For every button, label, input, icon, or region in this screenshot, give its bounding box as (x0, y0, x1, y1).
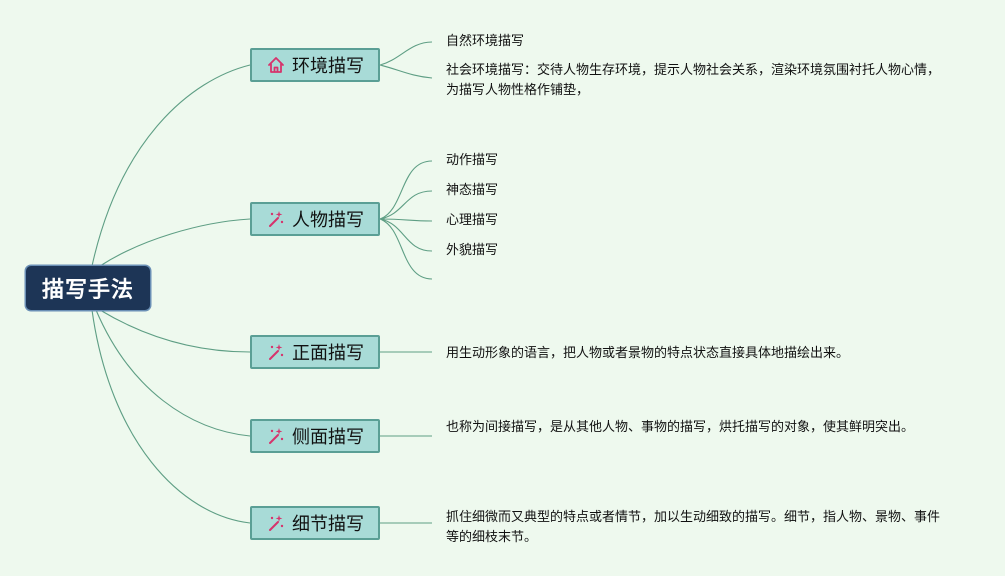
connector-char-appearance (379, 218, 433, 252)
branch-direct[interactable]: 正面描写 (250, 335, 380, 369)
branch-environment[interactable]: 环境描写 (250, 48, 380, 82)
connector-env-social (379, 64, 433, 79)
leaf-direct-description[interactable]: 用生动形象的语言，把人物或者景物的特点状态直接具体地描绘出来。 (446, 346, 850, 361)
leaf-expression[interactable]: 神态描写 (446, 183, 499, 198)
house-icon (266, 55, 286, 75)
sparkle-wand-icon (266, 513, 286, 533)
connector-root-character (99, 218, 251, 267)
leaf-psychology[interactable]: 心理描写 (446, 213, 499, 228)
connector-root-indirect (95, 309, 251, 437)
sparkle-wand-icon (266, 342, 286, 362)
leaf-action[interactable]: 动作描写 (446, 153, 499, 168)
leaf-social-environment[interactable]: 社会环境描写：交待人物生存环境，提示人物社会关系，渲染环境氛围衬托人物心情，为描… (446, 63, 941, 98)
leaf-indirect-description[interactable]: 也称为间接描写，是从其他人物、事物的描写，烘托描写的对象，使其鲜明突出。 (446, 420, 915, 435)
connector-char-empty (379, 218, 433, 280)
leaf-detail-description[interactable]: 抓住细微而又典型的特点或者情节，加以生动细致的描写。细节，指人物、景物、事件等的… (446, 510, 941, 545)
branch-label: 侧面描写 (292, 427, 364, 448)
sparkle-wand-icon (266, 209, 286, 229)
leaf-appearance[interactable]: 外貌描写 (446, 243, 499, 258)
branch-detail[interactable]: 细节描写 (250, 506, 380, 540)
root-label: 描写手法 (41, 278, 134, 303)
branch-label: 环境描写 (292, 56, 364, 77)
branch-indirect[interactable]: 侧面描写 (250, 419, 380, 453)
connector-char-action (379, 160, 433, 220)
leaf-natural-environment[interactable]: 自然环境描写 (446, 34, 525, 49)
connector-env-natural (379, 41, 433, 66)
branch-label: 细节描写 (292, 514, 364, 535)
connector-root-detail (91, 309, 251, 524)
branch-label: 正面描写 (292, 343, 364, 364)
connector-root-direct (99, 309, 251, 353)
root-node[interactable]: 描写手法 (26, 266, 150, 310)
connector-char-psychology (379, 218, 433, 222)
connector-root-environment (91, 64, 251, 267)
branch-character[interactable]: 人物描写 (250, 202, 380, 236)
connector-char-expression (379, 190, 433, 220)
branch-label: 人物描写 (292, 210, 364, 231)
sparkle-wand-icon (266, 426, 286, 446)
